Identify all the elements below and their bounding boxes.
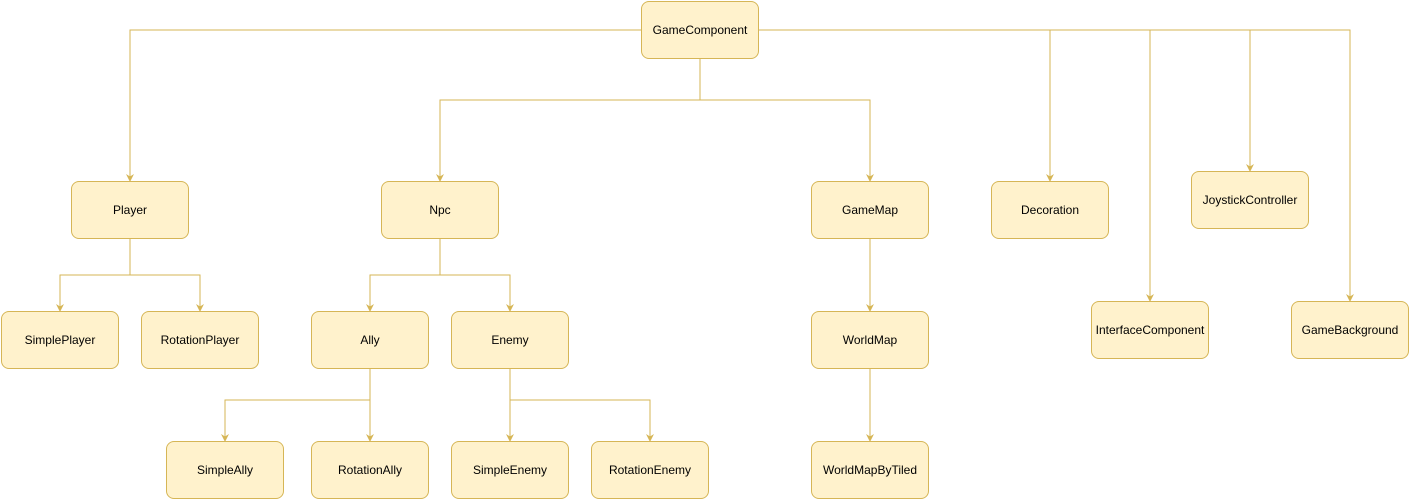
- node-game-background[interactable]: GameBackground: [1291, 301, 1409, 359]
- edge-npc-to-ally: [366, 239, 441, 312]
- edge-game-component-to-game-background: [759, 29, 1354, 302]
- edge-game-component-to-player: [126, 29, 641, 182]
- edge-game-component-to-decoration: [759, 29, 1054, 182]
- node-game-map[interactable]: GameMap: [811, 181, 929, 239]
- node-simple-player[interactable]: SimplePlayer: [1, 311, 119, 369]
- node-world-map-by-tiled[interactable]: WorldMapByTiled: [811, 441, 929, 499]
- node-rotation-enemy[interactable]: RotationEnemy: [591, 441, 709, 499]
- node-joystick-controller[interactable]: JoystickController: [1191, 171, 1309, 229]
- node-interface-component[interactable]: InterfaceComponent: [1091, 301, 1209, 359]
- edge-game-component-to-game-map: [699, 59, 874, 182]
- node-simple-ally[interactable]: SimpleAlly: [166, 441, 284, 499]
- edge-game-component-to-interface-component: [759, 29, 1154, 302]
- edge-player-to-simple-player: [56, 239, 131, 312]
- node-player[interactable]: Player: [71, 181, 189, 239]
- node-npc[interactable]: Npc: [381, 181, 499, 239]
- node-rotation-ally[interactable]: RotationAlly: [311, 441, 429, 499]
- edge-ally-to-simple-ally: [221, 369, 371, 442]
- node-game-component[interactable]: GameComponent: [641, 1, 759, 59]
- node-enemy[interactable]: Enemy: [451, 311, 569, 369]
- edge-enemy-to-rotation-enemy: [509, 369, 654, 442]
- node-simple-enemy[interactable]: SimpleEnemy: [451, 441, 569, 499]
- edge-player-to-rotation-player: [129, 239, 204, 312]
- node-decoration[interactable]: Decoration: [991, 181, 1109, 239]
- edge-npc-to-enemy: [439, 239, 514, 312]
- node-ally[interactable]: Ally: [311, 311, 429, 369]
- node-rotation-player[interactable]: RotationPlayer: [141, 311, 259, 369]
- node-world-map[interactable]: WorldMap: [811, 311, 929, 369]
- edge-game-component-to-npc: [436, 59, 701, 182]
